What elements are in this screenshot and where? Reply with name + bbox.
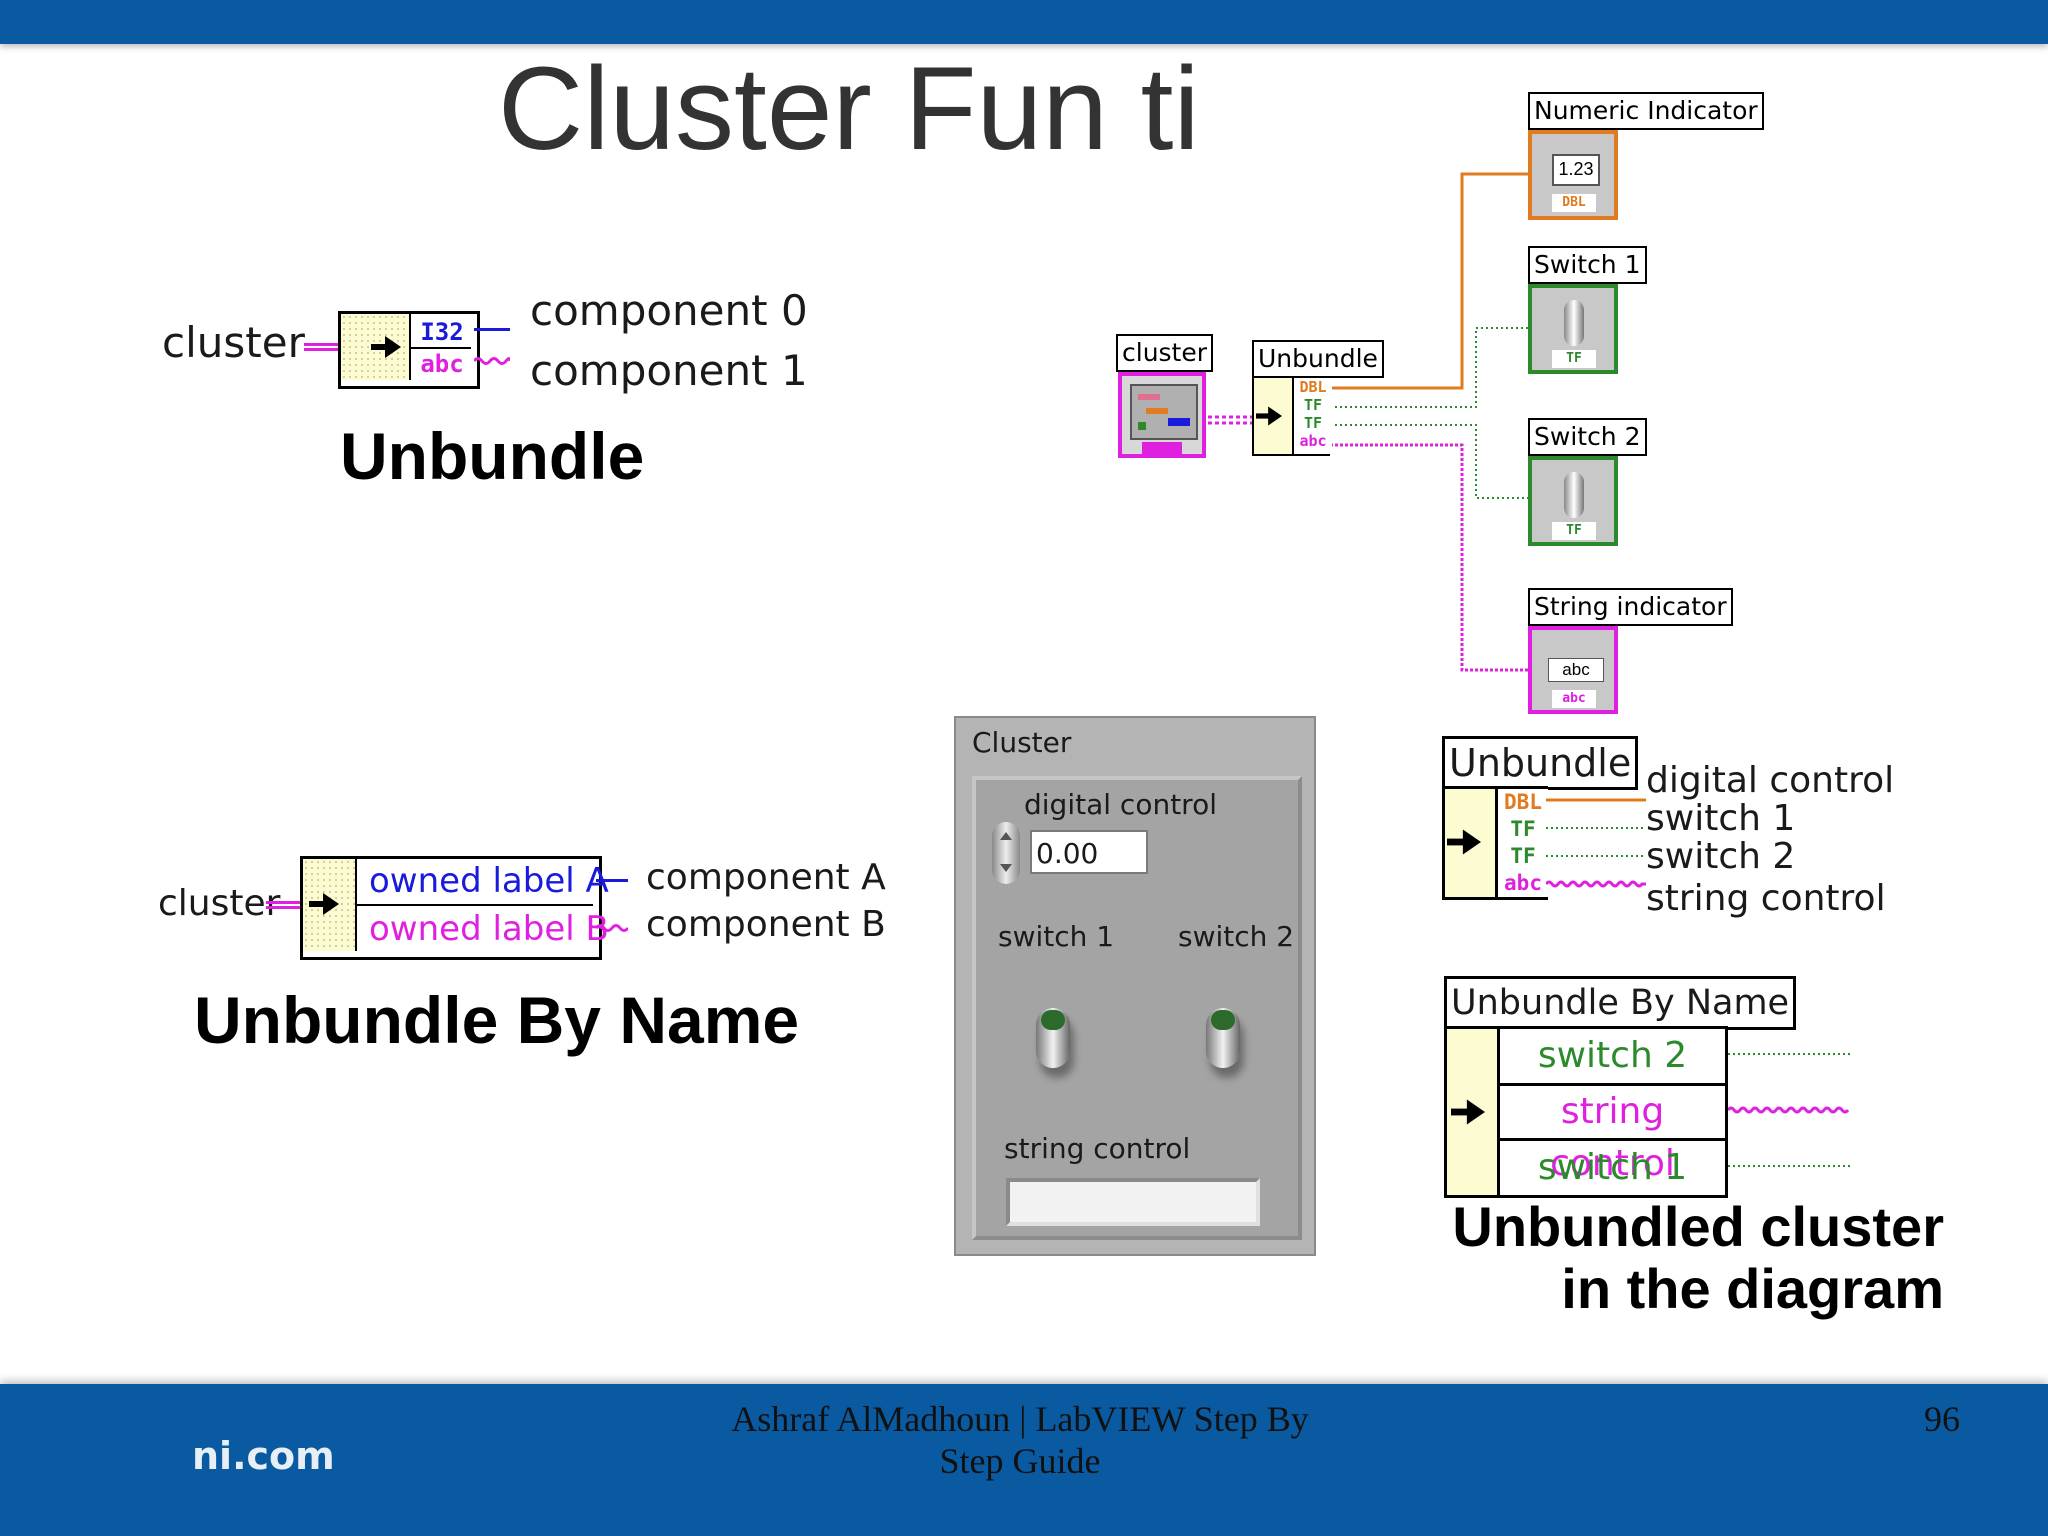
string-indicator-label: String indicator <box>1528 588 1733 626</box>
increment-decrement-arrows[interactable] <box>992 822 1020 884</box>
string-control-label: string control <box>1004 1132 1191 1165</box>
string-value: abc <box>1548 658 1604 682</box>
abc-tag: abc <box>1552 690 1596 708</box>
switch-1-toggle[interactable] <box>1036 1008 1070 1068</box>
numeric-indicator-terminal: 1.23 DBL <box>1528 130 1618 220</box>
tf-tag: TF <box>1510 817 1536 841</box>
ubn-row-switch-2: switch 2 <box>1500 1029 1725 1086</box>
switch-1-label: switch 1 <box>998 920 1115 953</box>
tf-tag: TF <box>1552 522 1596 540</box>
top-bar <box>0 0 2048 44</box>
output-switch-1: switch 1 <box>1646 798 1796 839</box>
unbundle-input-label: cluster <box>162 318 305 367</box>
i32-tag: I32 <box>420 318 464 346</box>
footer-credit-line-1: Ashraf AlMadhoun | LabVIEW Step By <box>731 1399 1309 1439</box>
wire-component-a <box>596 879 628 882</box>
component-1-label: component 1 <box>530 346 808 395</box>
arrow-up-icon[interactable] <box>1000 832 1012 840</box>
dbl-tag: DBL <box>1299 378 1327 396</box>
switch-2-label: switch 2 <box>1178 920 1295 953</box>
cluster-wire <box>304 343 340 351</box>
diagram-cluster-label: cluster <box>1116 334 1214 372</box>
ubn-output-wires <box>1728 1053 1850 1167</box>
owned-label-a: owned label A <box>369 861 609 901</box>
component-0-label: component 0 <box>530 286 808 335</box>
arrow-icon <box>1447 829 1481 860</box>
ubn-node-label: Unbundle By Name <box>1444 976 1797 1030</box>
string-indicator-terminal: abc abc <box>1528 626 1618 714</box>
abc-tag: abc <box>1299 432 1327 450</box>
cluster-terminal <box>1118 372 1206 458</box>
caption-right-line-2: in the diagram <box>1561 1257 1944 1320</box>
numeric-value: 1.23 <box>1552 154 1600 186</box>
component-a-label: component A <box>646 857 886 898</box>
unbundle-node-label: Unbundle <box>1442 736 1639 790</box>
digital-control-label: digital control <box>1024 788 1217 821</box>
ubn-node-icon: owned label A owned label B <box>300 856 609 960</box>
arrow-down-icon[interactable] <box>1000 864 1012 872</box>
ubn-caption: Unbundle By Name <box>194 983 800 1057</box>
page-number: 96 <box>1924 1399 1960 1439</box>
caption-right-line-1: Unbundled cluster <box>1452 1195 1944 1258</box>
cluster-icon <box>1130 384 1198 440</box>
abc-tag: abc <box>420 350 464 378</box>
tf-tag: TF <box>1303 414 1323 432</box>
ni-logo[interactable]: ni.com <box>192 1434 335 1478</box>
unbundle-node-icon: I32 abc <box>338 311 480 389</box>
ubn-input-label: cluster <box>158 883 281 924</box>
owned-label-b: owned label B <box>369 909 609 949</box>
wire-component-0 <box>474 328 510 331</box>
switch-1-indicator-terminal: TF <box>1528 284 1618 374</box>
dbl-tag: DBL <box>1504 790 1542 814</box>
arrow-icon <box>371 336 401 358</box>
switch-2-indicator-terminal: TF <box>1528 456 1618 546</box>
wire-component-1 <box>474 357 510 365</box>
unbundle-node-big: DBL TF TF abc <box>1442 786 1548 900</box>
diagram-unbundle-label: Unbundle <box>1252 340 1384 378</box>
footer-credit-line-2: Step Guide <box>939 1441 1101 1481</box>
cluster-title: Cluster <box>972 726 1072 759</box>
tf-tag: TF <box>1303 396 1323 414</box>
dbl-tag: DBL <box>1552 194 1596 212</box>
tf-tag: TF <box>1552 350 1596 368</box>
toggle-icon <box>1564 300 1584 346</box>
slide-title: Cluster Fun ti <box>498 44 1198 174</box>
diagram-wires <box>1208 172 1530 672</box>
arrow-icon <box>307 893 341 920</box>
front-panel-cluster: Cluster digital control 0.00 switch 1 sw… <box>954 716 1316 1256</box>
switch-2-toggle[interactable] <box>1206 1008 1240 1068</box>
wire-component-b <box>596 924 628 932</box>
ubn-row-string-control: string control <box>1500 1086 1725 1184</box>
arrow-icon <box>1256 406 1282 431</box>
abc-tag: abc <box>1504 871 1542 895</box>
output-switch-2: switch 2 <box>1646 836 1796 877</box>
tf-tag: TF <box>1510 844 1536 868</box>
string-control-input[interactable] <box>1006 1178 1260 1226</box>
output-string-control: string control <box>1646 878 1886 919</box>
toggle-icon <box>1564 472 1584 518</box>
ubn-node-big: switch 2 string control switch 1 <box>1444 1026 1728 1198</box>
output-digital-control: digital control <box>1646 760 1895 801</box>
switch-2-indicator-label: Switch 2 <box>1528 418 1647 456</box>
footer-bar <box>0 1384 2048 1536</box>
arrow-icon <box>1451 1099 1485 1130</box>
ubn-cluster-wire <box>266 901 302 909</box>
switch-1-indicator-label: Switch 1 <box>1528 246 1647 284</box>
unbundle-output-wires <box>1546 798 1646 888</box>
numeric-indicator-label: Numeric Indicator <box>1528 92 1764 130</box>
diagram-unbundle-node: DBL TF TF abc <box>1252 376 1332 456</box>
unbundle-caption: Unbundle <box>340 419 645 493</box>
ubn-row-switch-1: switch 1 <box>1537 1147 1688 1188</box>
component-b-label: component B <box>646 904 886 945</box>
digital-control-input[interactable]: 0.00 <box>1030 830 1148 874</box>
